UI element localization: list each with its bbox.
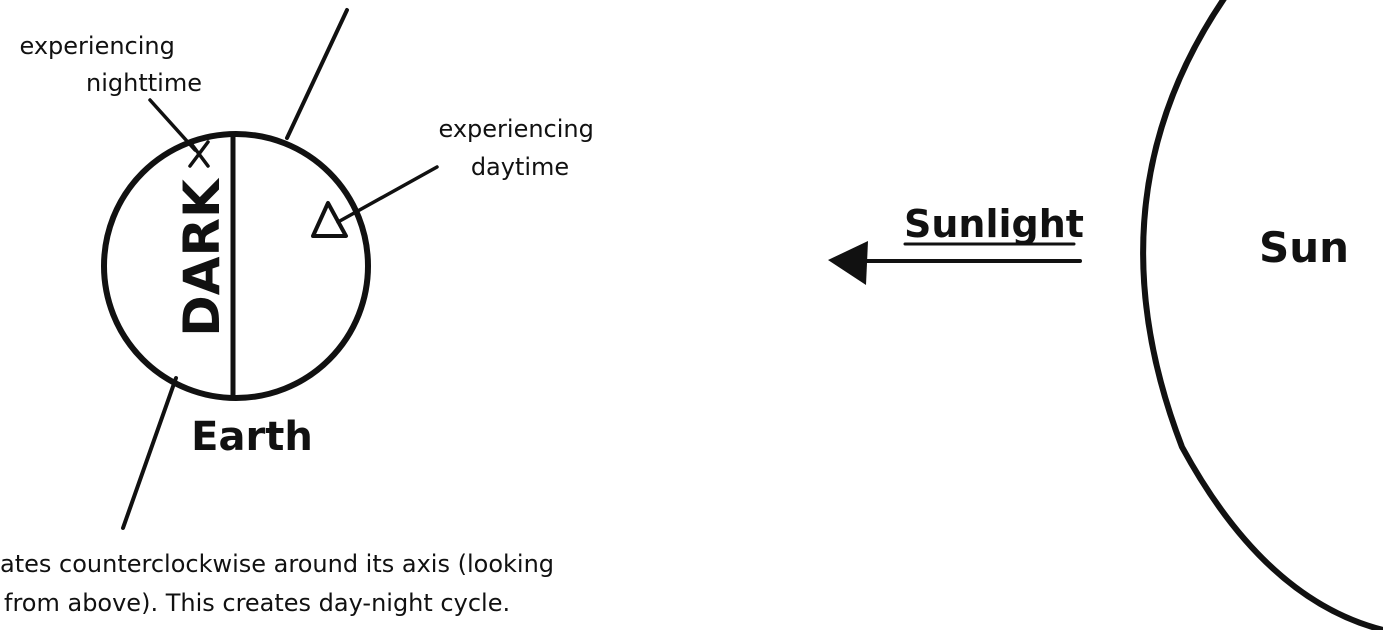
daytime-pointer bbox=[336, 165, 439, 224]
nighttime-note-line-2: nighttime bbox=[86, 69, 202, 97]
daytime-note-line-1: experiencing bbox=[438, 115, 593, 143]
caption: ates counterclockwise around its axis (l… bbox=[0, 550, 562, 617]
earth-circle bbox=[101, 131, 371, 401]
sun-label: Sun bbox=[1259, 223, 1349, 272]
triangle-icon bbox=[311, 201, 348, 238]
sunlight-arrowhead bbox=[828, 241, 868, 285]
earth-axis-top bbox=[285, 8, 349, 140]
nighttime-note: experiencing nighttime bbox=[19, 32, 201, 97]
nighttime-note-line-1: experiencing bbox=[19, 32, 174, 60]
daytime-note-line-2: daytime bbox=[471, 153, 569, 181]
daytime-note: experiencing daytime bbox=[438, 115, 601, 181]
x-mark-icon bbox=[188, 140, 210, 168]
sun-outline bbox=[1140, 0, 1383, 630]
earth-label: Earth bbox=[191, 414, 313, 460]
nighttime-pointer bbox=[148, 98, 197, 152]
dark-side-label: DARK bbox=[173, 177, 231, 337]
earth-axis-bottom bbox=[121, 376, 178, 530]
sunlight-label: Sunlight bbox=[904, 202, 1084, 246]
caption-line-1: ates counterclockwise around its axis (l… bbox=[0, 550, 554, 578]
caption-line-2: from above). This creates day-night cycl… bbox=[4, 589, 510, 617]
